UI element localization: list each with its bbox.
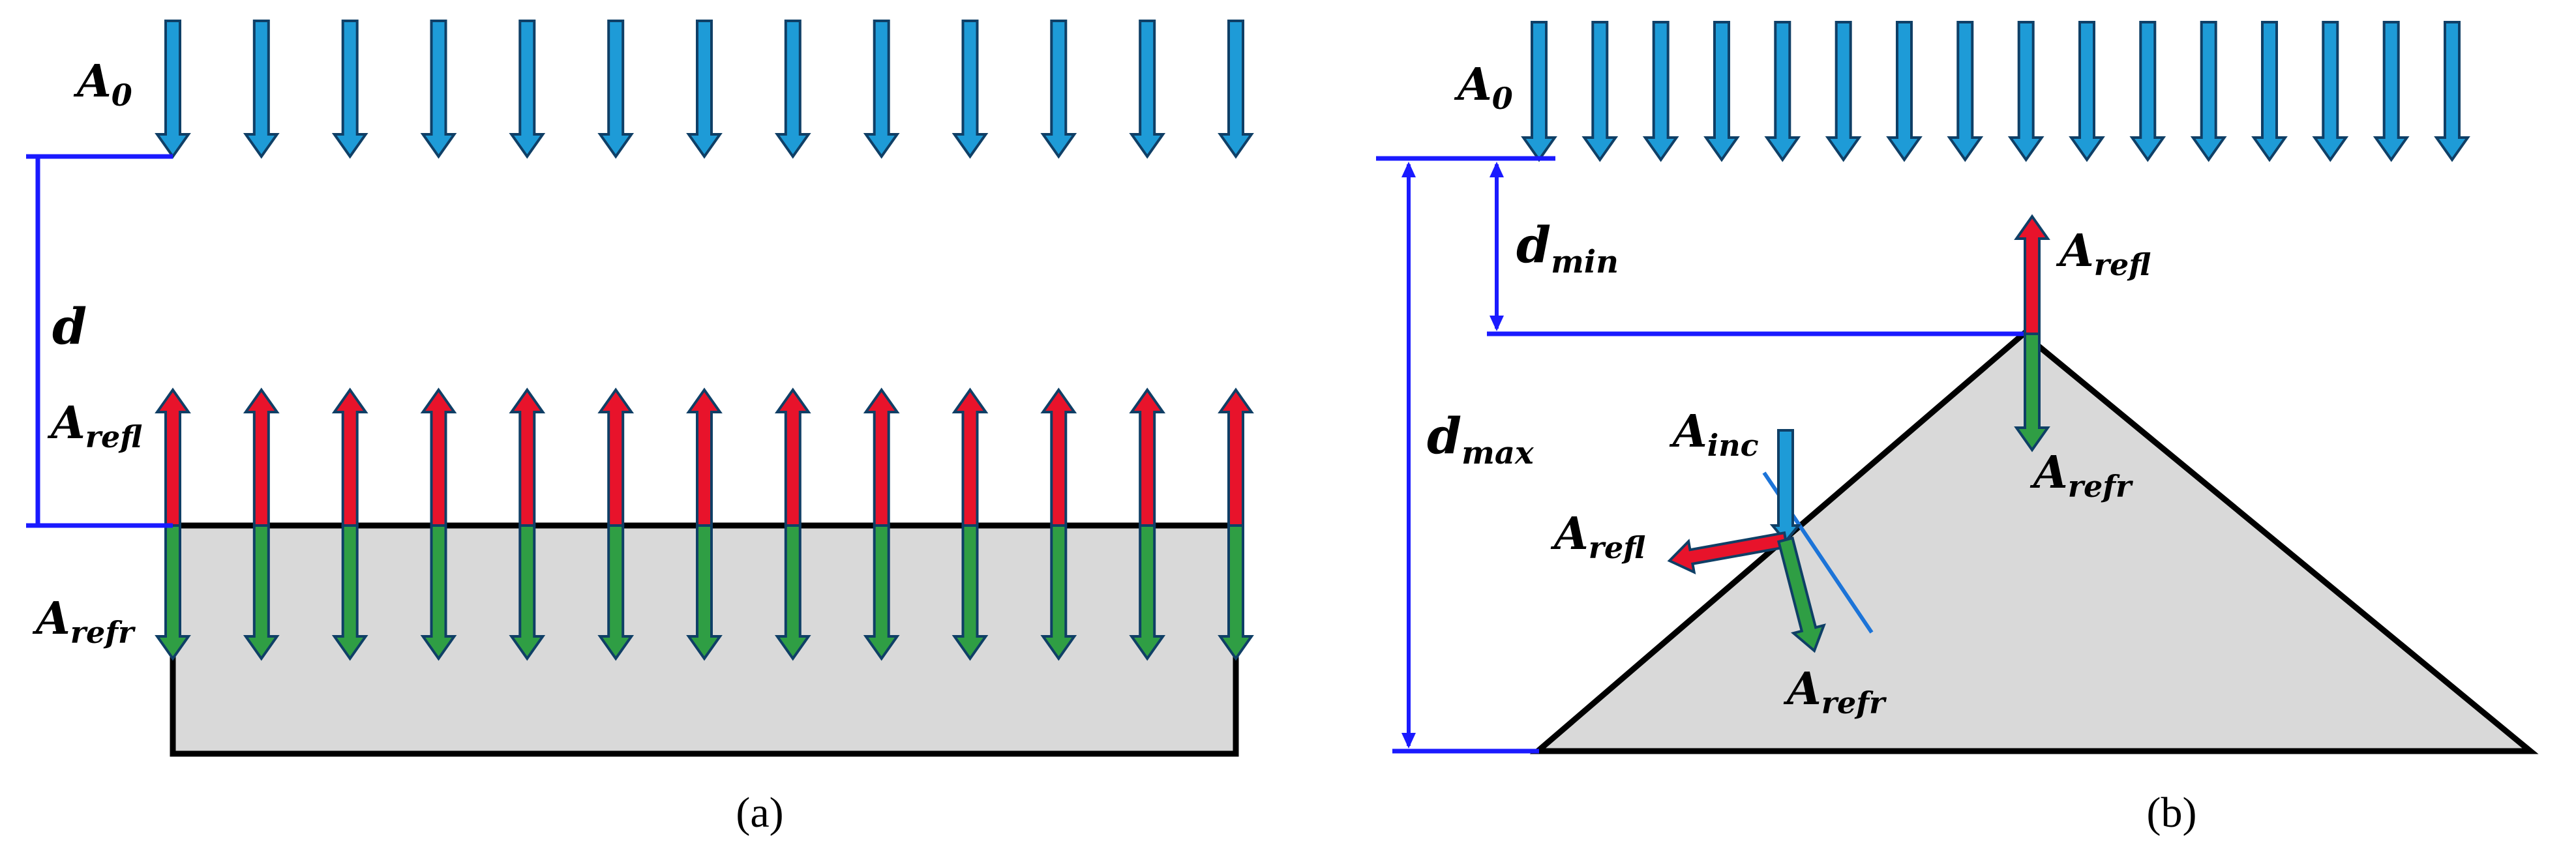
reflected-arrow <box>243 387 280 527</box>
ray-arrows <box>1667 214 2050 653</box>
incident-arrow <box>2007 21 2044 162</box>
reflected-arrow <box>420 387 457 527</box>
refracted-arrows-row <box>155 524 1254 661</box>
reflected-arrow <box>597 387 635 527</box>
label-d: d <box>52 297 87 355</box>
incident-arrow <box>2129 21 2166 162</box>
incident-arrow <box>686 20 723 159</box>
d-max-arrow <box>1401 162 1416 749</box>
incident-arrow <box>2069 21 2105 162</box>
refracted-arrow <box>1040 524 1077 661</box>
refracted-arrow <box>686 524 723 661</box>
refracted-arrow <box>509 524 546 661</box>
reflected-arrow <box>331 387 368 527</box>
reflected-arrow <box>863 387 900 527</box>
reflected-arrow <box>1218 387 1254 527</box>
label-d-max: dmax <box>1427 407 1535 471</box>
incident-arrow <box>1521 21 1557 162</box>
reflected-arrow <box>774 387 811 527</box>
reflected-arrow <box>686 387 723 527</box>
label-apex-refl: Arefl <box>2056 225 2151 282</box>
refracted-arrow <box>155 524 191 661</box>
refracted-arrow <box>951 524 989 661</box>
label-a-refl: Arefl <box>47 397 142 454</box>
refracted-arrow <box>420 524 457 661</box>
reflected-arrows-row <box>155 387 1254 527</box>
panel-b: A0 dmin dmax Arefl Arefr Ainc Arefl Aref… <box>1376 21 2539 837</box>
incident-arrow <box>1947 21 1984 162</box>
incident-arrow <box>1764 21 1801 162</box>
incident-arrow <box>1129 20 1166 159</box>
label-a-refr: Arefr <box>32 593 136 650</box>
reflected-arrow <box>1040 387 1077 527</box>
panel-a: A0 d Arefl Arefr (a) <box>26 20 1254 837</box>
incident-arrow <box>420 20 457 159</box>
label-slope-refr: Arefr <box>1783 663 1887 720</box>
label-d-min: dmin <box>1516 216 1619 280</box>
refracted-arrow <box>597 524 635 661</box>
incident-arrows-row <box>1521 21 2470 162</box>
label-a0: A0 <box>1454 59 1513 116</box>
apex-reflected-arrow <box>2014 214 2050 335</box>
refracted-arrow <box>331 524 368 661</box>
distance-dimension <box>26 154 173 528</box>
incident-arrow <box>1703 21 1740 162</box>
reflected-arrow <box>1129 387 1166 527</box>
label-slope-refl: Arefl <box>1550 508 1645 565</box>
incident-arrow <box>2190 21 2227 162</box>
incident-arrow <box>863 20 900 159</box>
caption-a: (a) <box>736 789 783 837</box>
incident-arrow <box>1642 21 1679 162</box>
incident-arrow <box>774 20 811 159</box>
incident-arrow <box>2251 21 2288 162</box>
incident-arrow <box>2312 21 2349 162</box>
incident-arrow <box>1825 21 1862 162</box>
refracted-arrow <box>863 524 900 661</box>
caption-b: (b) <box>2147 789 2197 837</box>
reflected-arrow <box>155 387 191 527</box>
incident-arrow <box>2373 21 2410 162</box>
apex-refracted-arrow <box>2014 333 2050 452</box>
reflected-arrow <box>509 387 546 527</box>
label-slope-inc: Ainc <box>1669 406 1759 463</box>
incident-arrow <box>509 20 546 159</box>
incident-arrows-row <box>155 20 1254 159</box>
dimension-arrows <box>1401 162 1504 749</box>
incident-arrow <box>1040 20 1077 159</box>
refracted-arrow <box>774 524 811 661</box>
slope-incident-arrow <box>1769 429 1802 544</box>
label-a0: A0 <box>73 55 132 113</box>
incident-arrow <box>2434 21 2470 162</box>
incident-arrow <box>331 20 368 159</box>
refracted-arrow <box>1129 524 1166 661</box>
d-min-arrow <box>1490 162 1504 331</box>
distance-dimensions <box>1376 156 2024 754</box>
reflected-arrow <box>951 387 989 527</box>
label-apex-refr: Arefr <box>2029 447 2134 504</box>
refracted-arrow <box>1218 524 1254 661</box>
incident-arrow <box>1886 21 1923 162</box>
incident-arrow <box>951 20 989 159</box>
incident-arrow <box>243 20 280 159</box>
incident-arrow <box>155 20 191 159</box>
slope-refracted-arrow <box>1776 536 1826 653</box>
incident-arrow <box>1581 21 1619 162</box>
incident-arrow <box>597 20 635 159</box>
refracted-arrow <box>243 524 280 661</box>
slope-reflected-arrow <box>1667 531 1789 575</box>
incident-arrow <box>1218 20 1254 159</box>
